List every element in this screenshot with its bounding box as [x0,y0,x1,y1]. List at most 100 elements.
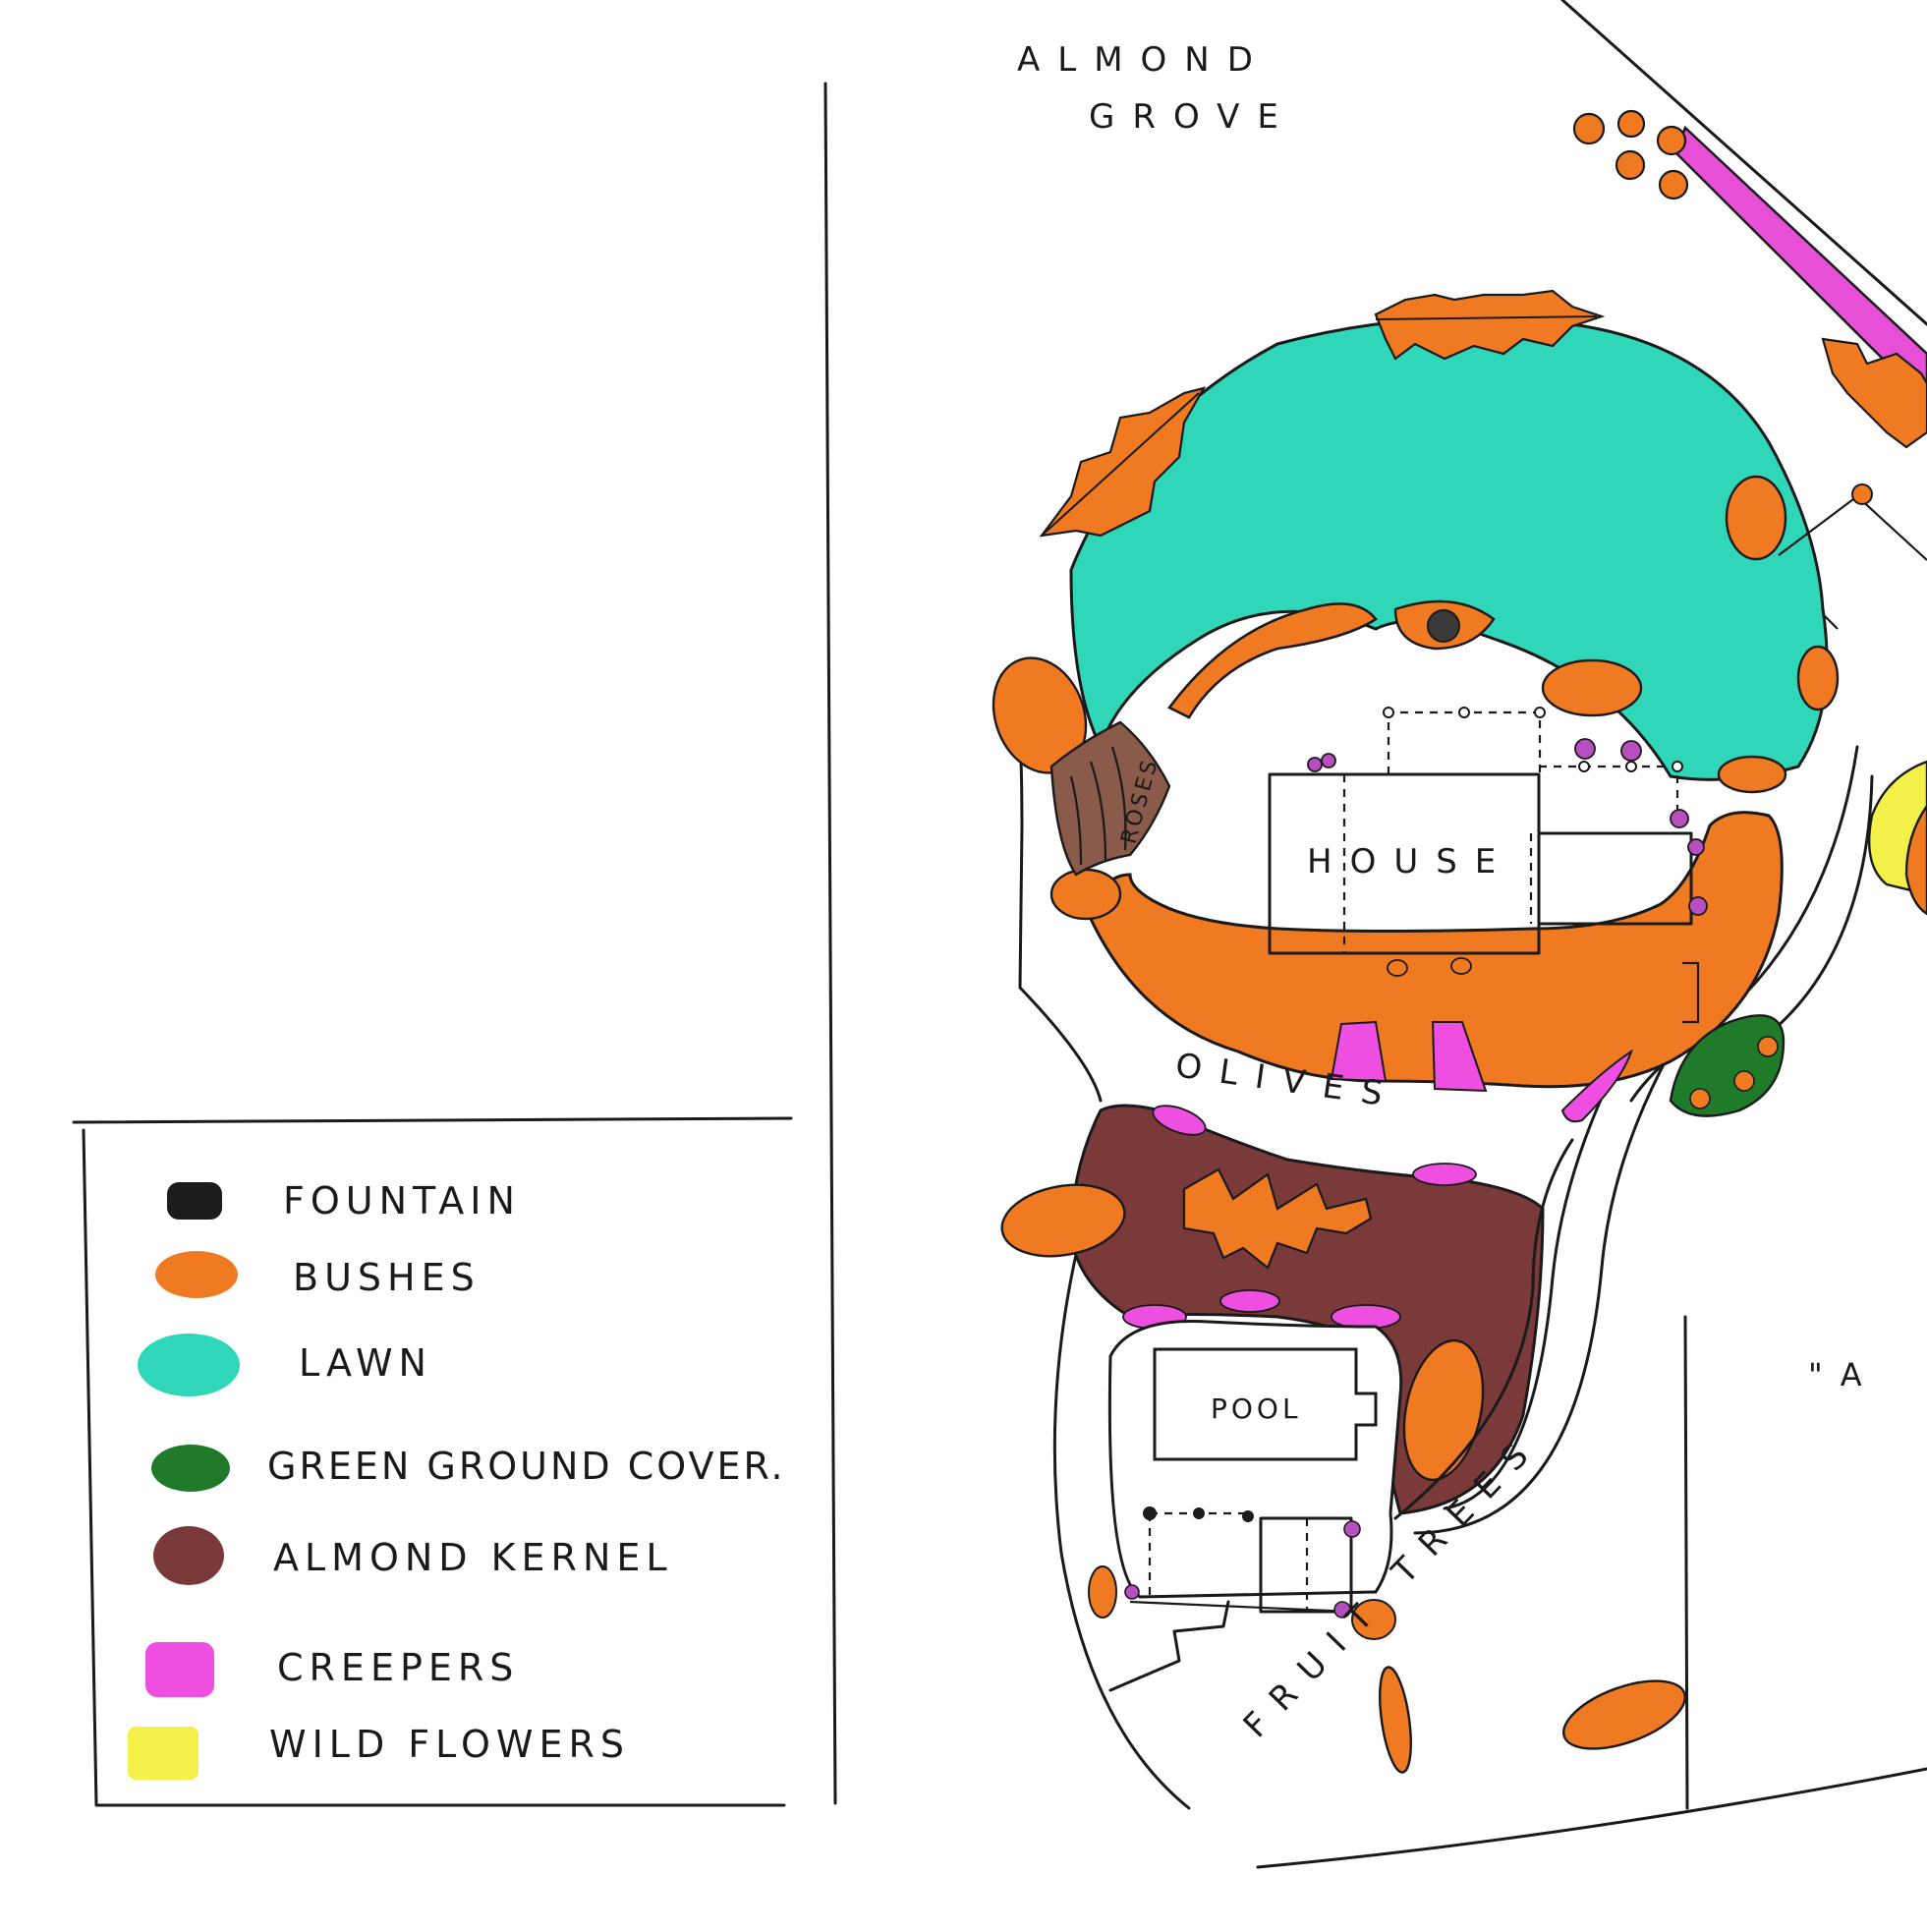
fruit-tree [1561,1679,1687,1750]
trellis [1682,961,1700,1024]
creeper [1412,1163,1477,1186]
creeper [1688,896,1708,916]
bushes-pool [1088,1565,1396,1640]
house-pergola-posts [1383,707,1683,772]
bush-cluster-north [1572,109,1689,200]
drive-curve [1393,1138,1574,1520]
post [1458,707,1470,718]
creeper [1307,757,1323,772]
bushes-house-south [1387,957,1472,977]
bush [1387,959,1408,977]
post [1383,707,1394,718]
creepers-border-south [1330,1020,1633,1123]
southwest-site-edge [1052,1231,1191,1810]
tree-east-boundary [1821,337,1927,449]
legend: FOUNTAIN BUSHES LAWN GREEN GROUND COVER.… [72,1116,793,1807]
legend-top-border [72,1116,793,1124]
plan-divider-line [823,82,837,1805]
legend-label-bushes: BUSHES [293,1256,481,1299]
pool-steps-edge [1108,1600,1230,1692]
bush [1796,645,1840,711]
creeper [1687,838,1705,856]
legend-item-fountain: FOUNTAIN [167,1179,521,1222]
bush-small-east [1851,483,1873,505]
creepers-pool-house [1124,1520,1361,1619]
edge-label: "A [1808,1356,1880,1393]
fruit-tree [1379,1666,1412,1774]
creeper [1670,809,1689,828]
post [1193,1507,1205,1519]
creeper [1219,1289,1280,1313]
fountain-icon [1427,609,1460,643]
almond-grove-label-line2: GROVE [1089,97,1296,137]
bushes-fruit-trees [1379,1666,1687,1774]
bush [1717,755,1787,794]
bush [1616,109,1646,139]
bush [1402,1338,1485,1482]
creeper [1124,1584,1140,1600]
creeper [1560,1049,1633,1123]
legend-label-creepers: CREEPERS [277,1646,519,1689]
legend-label-lawn: LAWN [299,1341,432,1385]
legend-label-green-ground-cover: GREEN GROUND COVER. [267,1445,786,1488]
legend-item-bushes: BUSHES [155,1251,481,1299]
creeper [1574,738,1596,760]
post [1625,761,1637,772]
post [1534,707,1546,718]
bush-roses-end [1049,868,1122,921]
legend-swatch-green-ground-cover [151,1445,230,1492]
creeper [1343,1520,1361,1538]
bush [1656,125,1687,156]
creeper [1152,1105,1207,1136]
legend-item-green-ground-cover: GREEN GROUND COVER. [151,1445,786,1492]
bush [1000,1183,1126,1258]
tree-canopy [1182,1167,1373,1270]
bush [1615,149,1646,181]
tree-lawn-north [1374,289,1606,361]
legend-swatch-creepers [145,1642,214,1697]
legend-swatch-lawn [138,1334,240,1396]
legend-item-wild-flowers: WILD FLOWERS [128,1723,630,1780]
house-label: HOUSE [1307,842,1513,881]
bush-east-edge [1904,803,1927,916]
legend-swatch-bushes [155,1251,238,1298]
driveway-edge-outer [1443,1074,1614,1510]
pool-label: POOL [1211,1392,1302,1425]
pool-pergola-posts [1143,1506,1254,1522]
bush [1572,112,1606,145]
legend-left-border [82,1128,98,1806]
bush [1757,1036,1779,1057]
olive-tree [1182,1167,1373,1270]
creeper [1431,1021,1488,1093]
house-terrace-north [1387,710,1542,774]
creepers-olive-area [1122,1105,1477,1330]
house-terrace-east [1539,765,1679,833]
legend-label-almond-kernel: ALMOND KERNEL [273,1536,673,1579]
legend-item-creepers: CREEPERS [145,1642,519,1697]
legend-item-lawn: LAWN [138,1334,432,1396]
creeper [1330,1020,1388,1083]
legend-item-almond-kernel: ALMOND KERNEL [153,1526,673,1585]
bush-border-north [1167,602,1378,719]
tree-stem [1375,315,1598,320]
tree-lawn-west [1039,386,1207,538]
legend-label-fountain: FOUNTAIN [283,1179,521,1222]
almond-grove-label-line1: ALMOND [1017,40,1271,80]
bushes-in-ground-cover [1689,1036,1779,1109]
driveway-edge-inner [1413,1050,1672,1535]
legend-swatch-almond-kernel [153,1526,224,1585]
bush [1450,957,1472,975]
bush [1725,475,1787,561]
bush [1658,169,1689,200]
tree-canopy [1821,337,1927,449]
pool-terrace-edge [1129,1600,1352,1614]
tree-stem [1041,392,1200,537]
legend-label-wild-flowers: WILD FLOWERS [269,1723,630,1766]
bushes-lawn-edge [992,475,1840,794]
fruit-trees-boundary-line [1683,1315,1689,1810]
post [1143,1506,1157,1520]
creeper [1620,740,1642,762]
pool [1153,1347,1378,1461]
